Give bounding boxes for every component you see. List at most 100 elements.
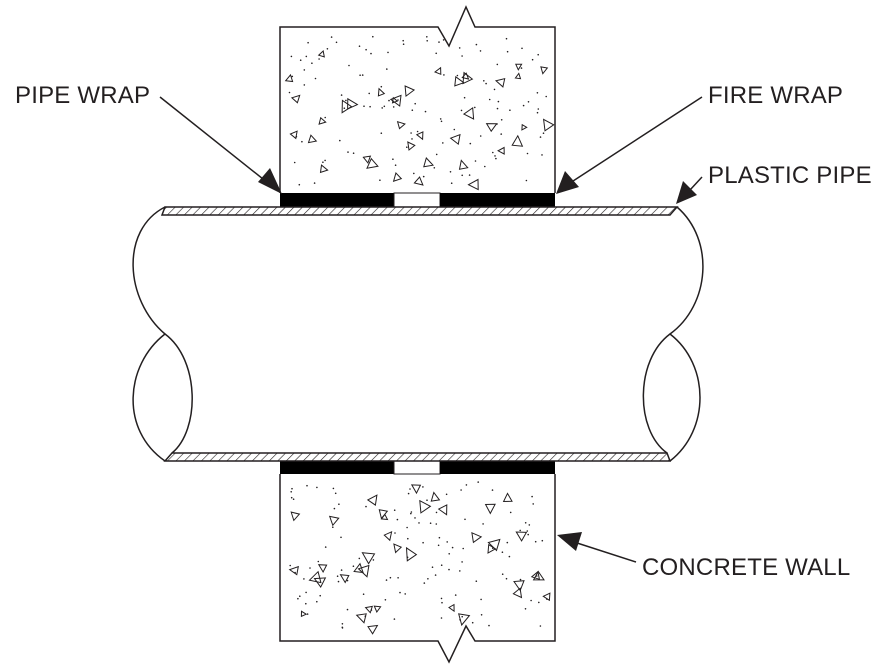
aggregate-speck [423,582,426,584]
aggregate-speck [294,571,296,574]
aggregate-speck [341,623,344,625]
aggregate-speck [316,486,318,489]
aggregate-speck [385,579,388,581]
aggregate-speck [527,101,530,103]
aggregate-speck [337,580,340,583]
aggregate-speck [384,599,387,601]
aggregate-speck [341,627,344,629]
aggregate-stone [515,63,523,71]
aggregate-speck [448,553,451,555]
aggregate-stone [454,75,465,87]
aggregate-speck [370,609,373,611]
aggregate-stone [458,159,469,170]
aggregate-stone [532,570,545,581]
aggregate-speck [532,503,534,505]
aggregate-speck [305,602,307,605]
pipe-wall-top [160,206,679,216]
aggregate-speck [319,594,322,597]
aggregate-speck [465,484,468,486]
aggregate-speck [394,532,396,534]
aggregate-speck [345,99,347,102]
aggregate-speck [402,39,405,42]
aggregate-speck [460,489,462,491]
aggregate-speck [522,104,525,107]
aggregate-speck [479,50,482,52]
aggregate-speck [493,88,496,91]
aggregate-stone [393,543,403,554]
aggregate-speck [482,523,484,525]
arrowhead-concrete-wall [557,532,582,551]
aggregate-speck [291,487,293,490]
arrowhead-fire-wrap [556,171,579,194]
aggregate-stone [317,564,328,574]
aggregate-speck [314,77,317,80]
aggregate-speck [406,556,409,559]
aggregate-speck [379,179,381,181]
aggregate-speck [530,599,532,602]
aggregate-speck [443,74,445,76]
aggregate-speck [453,128,456,131]
aggregate-speck [446,541,449,543]
aggregate-speck [407,537,409,540]
aggregate-speck [426,40,429,42]
aggregate-speck [536,111,539,114]
aggregate-stone [485,123,498,133]
aggregate-stone [366,157,379,169]
aggregate-speck [324,159,326,162]
aggregate-speck [456,74,459,77]
aggregate-speck [414,102,417,105]
aggregate-stone [391,96,399,104]
aggregate-speck [307,41,309,44]
aggregate-stone [514,72,522,80]
fire-wrap-upper [440,193,555,207]
aggregate-speck [422,175,425,178]
aggregate-speck [451,546,454,549]
aggregate-stone [290,511,301,522]
pipe-break-right [668,206,704,462]
concrete-wall-upper [279,5,556,193]
aggregate-speck [524,522,527,524]
aggregate-speck [542,132,545,134]
aggregate-speck [469,142,472,145]
aggregate-speck [441,601,443,604]
aggregate-speck [422,486,424,488]
pipe-break-left-inner [164,333,193,454]
aggregate-speck [488,624,490,627]
aggregate-speck [461,615,464,618]
aggregate-speck [372,35,374,38]
aggregate-stone [542,592,551,602]
aggregate-speck [406,526,408,529]
aggregate-speck [538,601,540,604]
aggregate-speck [474,160,477,162]
aggregate-speck [461,174,464,177]
aggregate-stone [319,164,329,174]
aggregate-speck [483,80,485,82]
aggregate-speck [369,105,371,108]
aggregate-stone [404,85,416,98]
aggregate-speck [370,52,372,55]
aggregate-speck [340,536,342,539]
plastic-pipe [132,206,704,462]
aggregate-speck [336,575,339,577]
aggregate-speck [531,58,534,61]
aggregate-speck [471,621,474,624]
aggregate-speck [305,591,307,594]
aggregate-stone [415,131,424,141]
aggregate-speck [330,36,333,38]
aggregate-speck [397,577,399,579]
aggregate-speck [318,58,320,60]
aggregate-speck [426,499,428,502]
aggregate-speck [394,164,397,166]
aggregate-speck [305,55,308,58]
aggregate-speck [290,491,293,493]
aggregate-stone [389,94,402,107]
aggregate-stone [405,546,418,562]
aggregate-stone [502,492,513,503]
aggregate-stone [461,72,470,80]
aggregate-stone [339,574,350,584]
aggregate-speck [506,50,509,53]
pipe-break-left [132,206,167,462]
aggregate-speck [380,132,383,134]
aggregate-stone [355,613,367,624]
fire-wrap-lower [440,461,555,474]
